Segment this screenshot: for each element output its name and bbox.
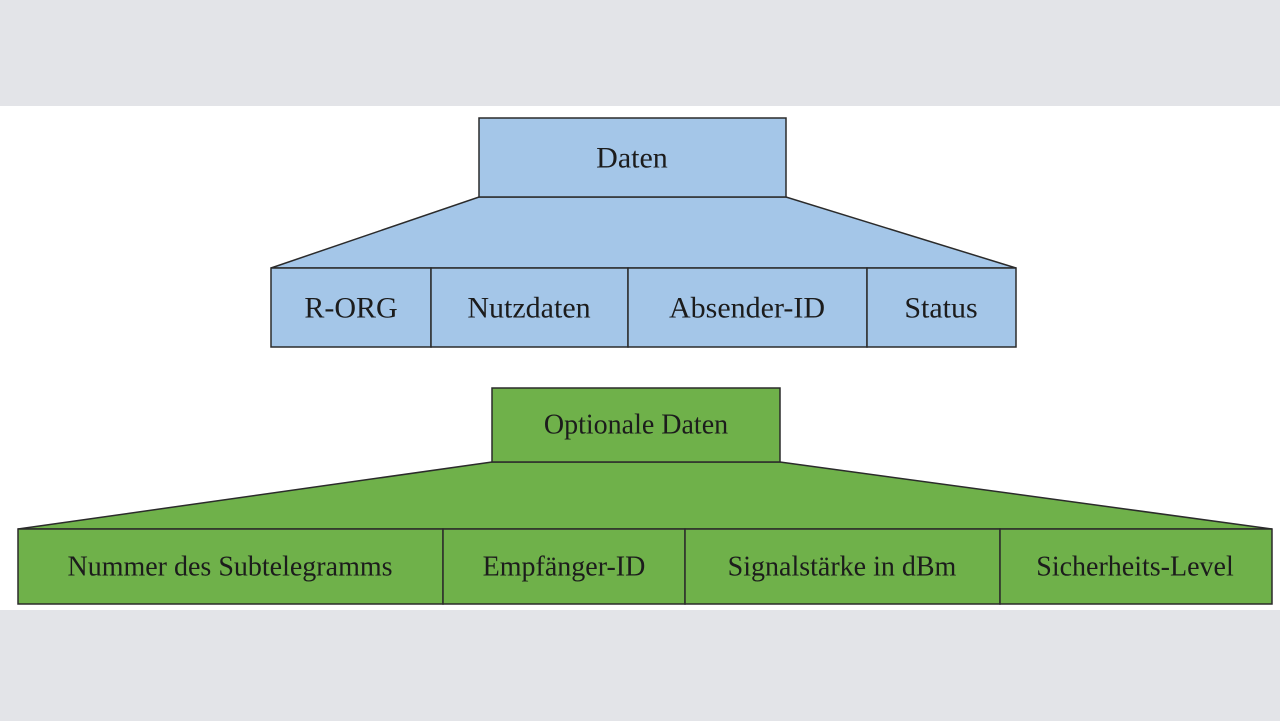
- bottom-connector-trapezoid: [17, 461, 1273, 530]
- top-child-label-absender-id: Absender-ID: [669, 292, 825, 325]
- top-root-box: [478, 117, 787, 198]
- top-child-box-r-org: [270, 267, 432, 348]
- bottom-child-label-signalstaerke: Signalstärke in dBm: [728, 552, 957, 583]
- bottom-child-label-subtelegramm: Nummer des Subtelegramms: [67, 552, 392, 583]
- top-tree: Daten R-ORG Nutzdaten Absender-ID Status: [270, 117, 1017, 348]
- top-child-box-status: [866, 267, 1017, 348]
- bottom-child-box-subtelegramm: [17, 528, 444, 605]
- bottom-root-box: [491, 387, 781, 463]
- bottom-child-label-sicherheits-level: Sicherheits-Level: [1036, 552, 1234, 583]
- top-child-label-status: Status: [904, 292, 977, 325]
- bottom-root-label: Optionale Daten: [544, 410, 728, 441]
- top-child-box-nutzdaten: [430, 267, 629, 348]
- bottom-child-box-empfaenger-id: [442, 528, 686, 605]
- top-child-label-nutzdaten: Nutzdaten: [467, 292, 590, 325]
- top-connector-trapezoid: [270, 196, 1017, 269]
- top-child-box-absender-id: [627, 267, 868, 348]
- top-child-label-r-org: R-ORG: [304, 292, 397, 325]
- bottom-child-box-sicherheits-level: [999, 528, 1273, 605]
- bottom-child-box-signalstaerke: [684, 528, 1001, 605]
- top-root-label: Daten: [596, 142, 668, 175]
- bottom-child-label-empfaenger-id: Empfänger-ID: [483, 552, 646, 583]
- bottom-tree: Optionale Daten Nummer des Subtelegramms…: [17, 387, 1273, 605]
